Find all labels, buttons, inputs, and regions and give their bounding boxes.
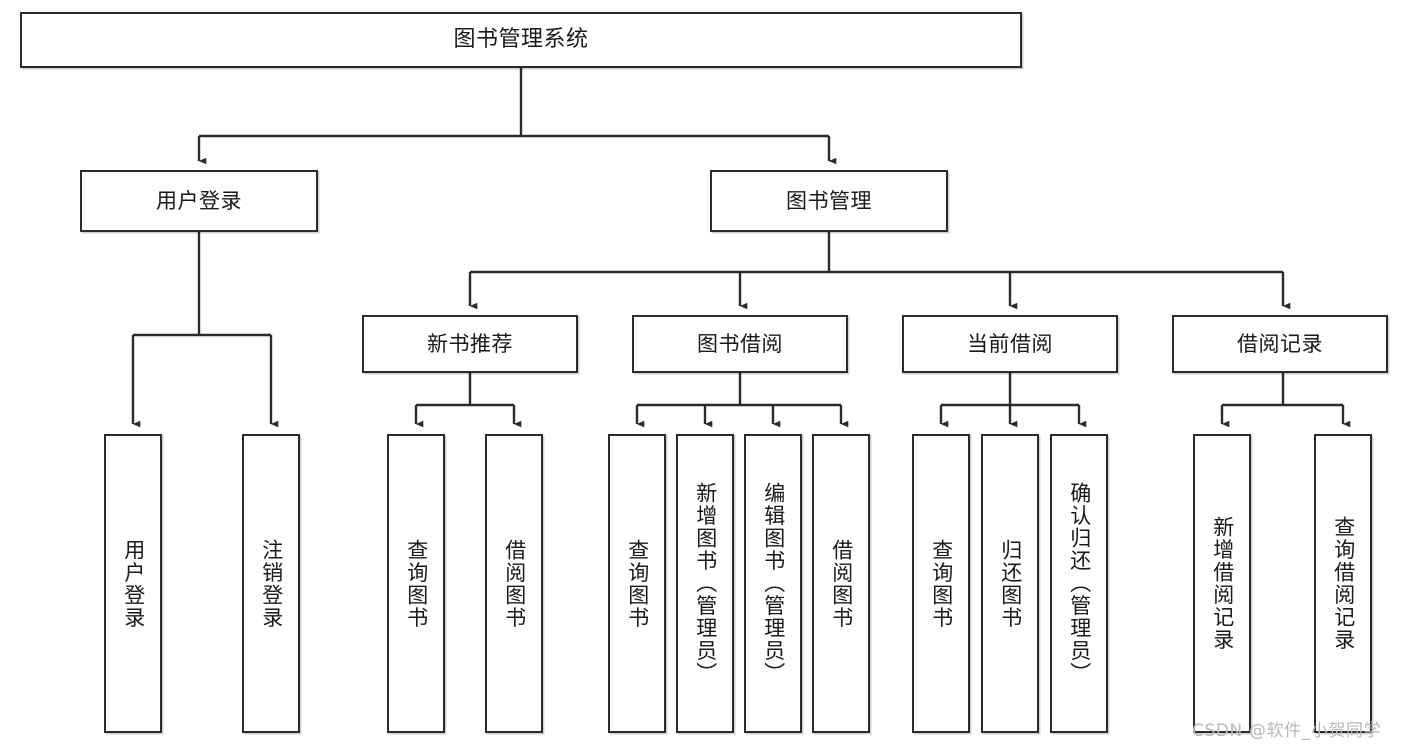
- node-label: 查询图书: [929, 538, 954, 629]
- node-book-borrow[interactable]: 图书借阅: [632, 315, 848, 373]
- node-current-borrow[interactable]: 当前借阅: [902, 315, 1118, 373]
- node-label: 新增借阅记录: [1210, 516, 1235, 651]
- node-leaf-return-book[interactable]: 归还图书: [981, 434, 1039, 733]
- node-label: 查询图书: [625, 538, 650, 629]
- node-leaf-query-book-borrow[interactable]: 查询图书: [608, 434, 666, 733]
- node-label: 用户登录: [156, 188, 242, 213]
- node-label: 当前借阅: [967, 331, 1053, 356]
- node-book-manage[interactable]: 图书管理: [710, 170, 948, 232]
- node-label: 新书推荐: [427, 331, 513, 356]
- node-label: 图书管理系统: [453, 27, 589, 53]
- node-label: 借阅记录: [1237, 331, 1323, 356]
- node-label: 编辑图书（管理员）: [761, 482, 786, 685]
- node-leaf-edit-book-admin[interactable]: 编辑图书（管理员）: [744, 434, 802, 733]
- node-leaf-user-login[interactable]: 用户登录: [104, 434, 162, 733]
- node-leaf-borrow-book-recommend[interactable]: 借阅图书: [485, 434, 543, 733]
- node-leaf-confirm-return-admin[interactable]: 确认归还（管理员）: [1050, 434, 1108, 733]
- node-leaf-borrow-book-borrow[interactable]: 借阅图书: [812, 434, 870, 733]
- node-leaf-add-book-admin[interactable]: 新增图书（管理员）: [676, 434, 734, 733]
- node-label: 图书管理: [786, 188, 872, 213]
- node-borrow-record[interactable]: 借阅记录: [1172, 315, 1388, 373]
- node-label: 查询借阅记录: [1331, 516, 1356, 651]
- node-leaf-add-borrow-record[interactable]: 新增借阅记录: [1193, 434, 1251, 733]
- csdn-watermark: CSDN @软件_小贺同学: [1192, 721, 1382, 741]
- node-label: 图书借阅: [697, 331, 783, 356]
- node-label: 借阅图书: [502, 538, 527, 629]
- node-leaf-query-book-recommend[interactable]: 查询图书: [387, 434, 445, 733]
- node-label: 归还图书: [998, 538, 1023, 629]
- node-user-login[interactable]: 用户登录: [80, 170, 318, 232]
- node-label: 注销登录: [259, 538, 284, 629]
- node-leaf-logout[interactable]: 注销登录: [242, 434, 300, 733]
- node-root-book-management-system[interactable]: 图书管理系统: [20, 12, 1022, 68]
- node-label: 用户登录: [121, 538, 146, 629]
- node-label: 借阅图书: [829, 538, 854, 629]
- node-label: 新增图书（管理员）: [693, 482, 718, 685]
- node-leaf-query-borrow-record[interactable]: 查询借阅记录: [1314, 434, 1372, 733]
- node-label: 查询图书: [404, 538, 429, 629]
- node-new-book-recommend[interactable]: 新书推荐: [362, 315, 578, 373]
- node-leaf-query-book-current[interactable]: 查询图书: [912, 434, 970, 733]
- node-label: 确认归还（管理员）: [1067, 482, 1092, 685]
